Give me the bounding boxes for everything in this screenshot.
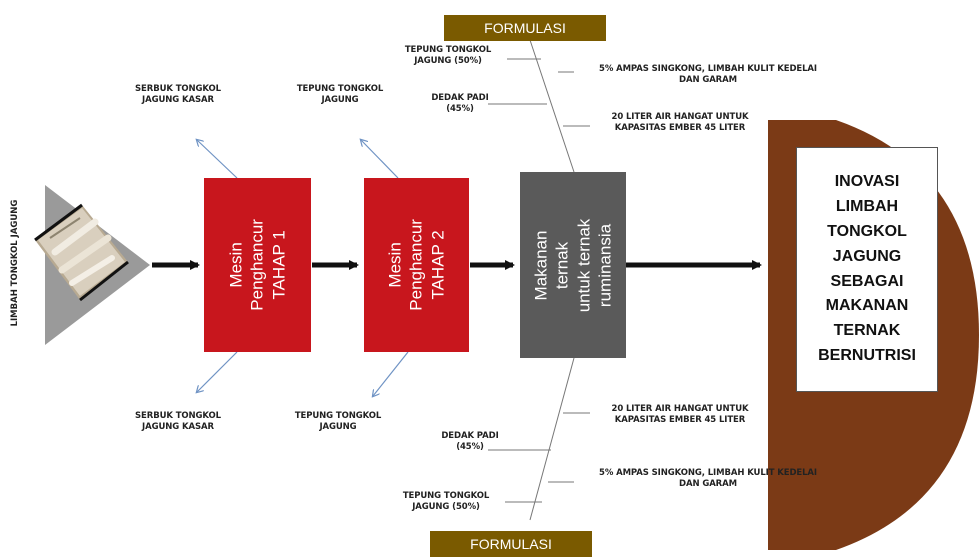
mesin-tahap-1-box: Mesin Penghancur TAHAP 1	[204, 178, 311, 352]
mesin-tahap-1-label: Mesin Penghancur TAHAP 1	[226, 219, 289, 311]
bot-tepung-label: TEPUNG TONGKOL JAGUNG (50%)	[402, 491, 490, 513]
arrow-out2-top	[361, 140, 399, 179]
out1-bottom-label: SERBUK TONGKOL JAGUNG KASAR	[135, 411, 221, 433]
arrow-out1-bottom	[197, 351, 238, 392]
bot-dedak-label: DEDAK PADI (45%)	[441, 431, 499, 453]
input-label: LIMBAH TONGKOL JAGUNG	[10, 199, 20, 327]
arrow-out1-top	[197, 140, 238, 179]
corncob-photo	[34, 203, 129, 302]
makanan-ternak-label: Makanan ternak untuk ternak ruminansia	[531, 218, 615, 312]
formulasi-top-banner: FORMULASI	[444, 15, 606, 41]
bot-air-label: 20 LITER AIR HANGAT UNTUK KAPASITAS EMBE…	[611, 404, 749, 426]
arrow-out2-bottom	[373, 351, 409, 396]
mesin-tahap-2-box: Mesin Penghancur TAHAP 2	[364, 178, 469, 352]
out2-bottom-label: TEPUNG TONGKOL JAGUNG	[294, 411, 382, 433]
result-label: INOVASI LIMBAH TONGKOL JAGUNG SEBAGAI MA…	[818, 173, 916, 364]
out2-top-label: TEPUNG TONGKOL JAGUNG	[296, 84, 384, 106]
result-box: INOVASI LIMBAH TONGKOL JAGUNG SEBAGAI MA…	[796, 147, 938, 392]
bot-ampas-label: 5% AMPAS SINGKONG, LIMBAH KULIT KEDELAI …	[599, 468, 817, 490]
fishbone-lines	[488, 39, 590, 521]
top-dedak-label: DEDAK PADI (45%)	[431, 93, 489, 115]
mesin-tahap-2-label: Mesin Penghancur TAHAP 2	[385, 219, 448, 311]
makanan-ternak-box: Makanan ternak untuk ternak ruminansia	[520, 172, 626, 358]
top-tepung-label: TEPUNG TONGKOL JAGUNG (50%)	[404, 45, 492, 67]
formulasi-bottom-banner: FORMULASI	[430, 531, 592, 557]
out1-top-label: SERBUK TONGKOL JAGUNG KASAR	[135, 84, 221, 106]
top-ampas-label: 5% AMPAS SINGKONG, LIMBAH KULIT KEDELAI …	[599, 64, 817, 86]
top-air-label: 20 LITER AIR HANGAT UNTUK KAPASITAS EMBE…	[611, 112, 749, 134]
